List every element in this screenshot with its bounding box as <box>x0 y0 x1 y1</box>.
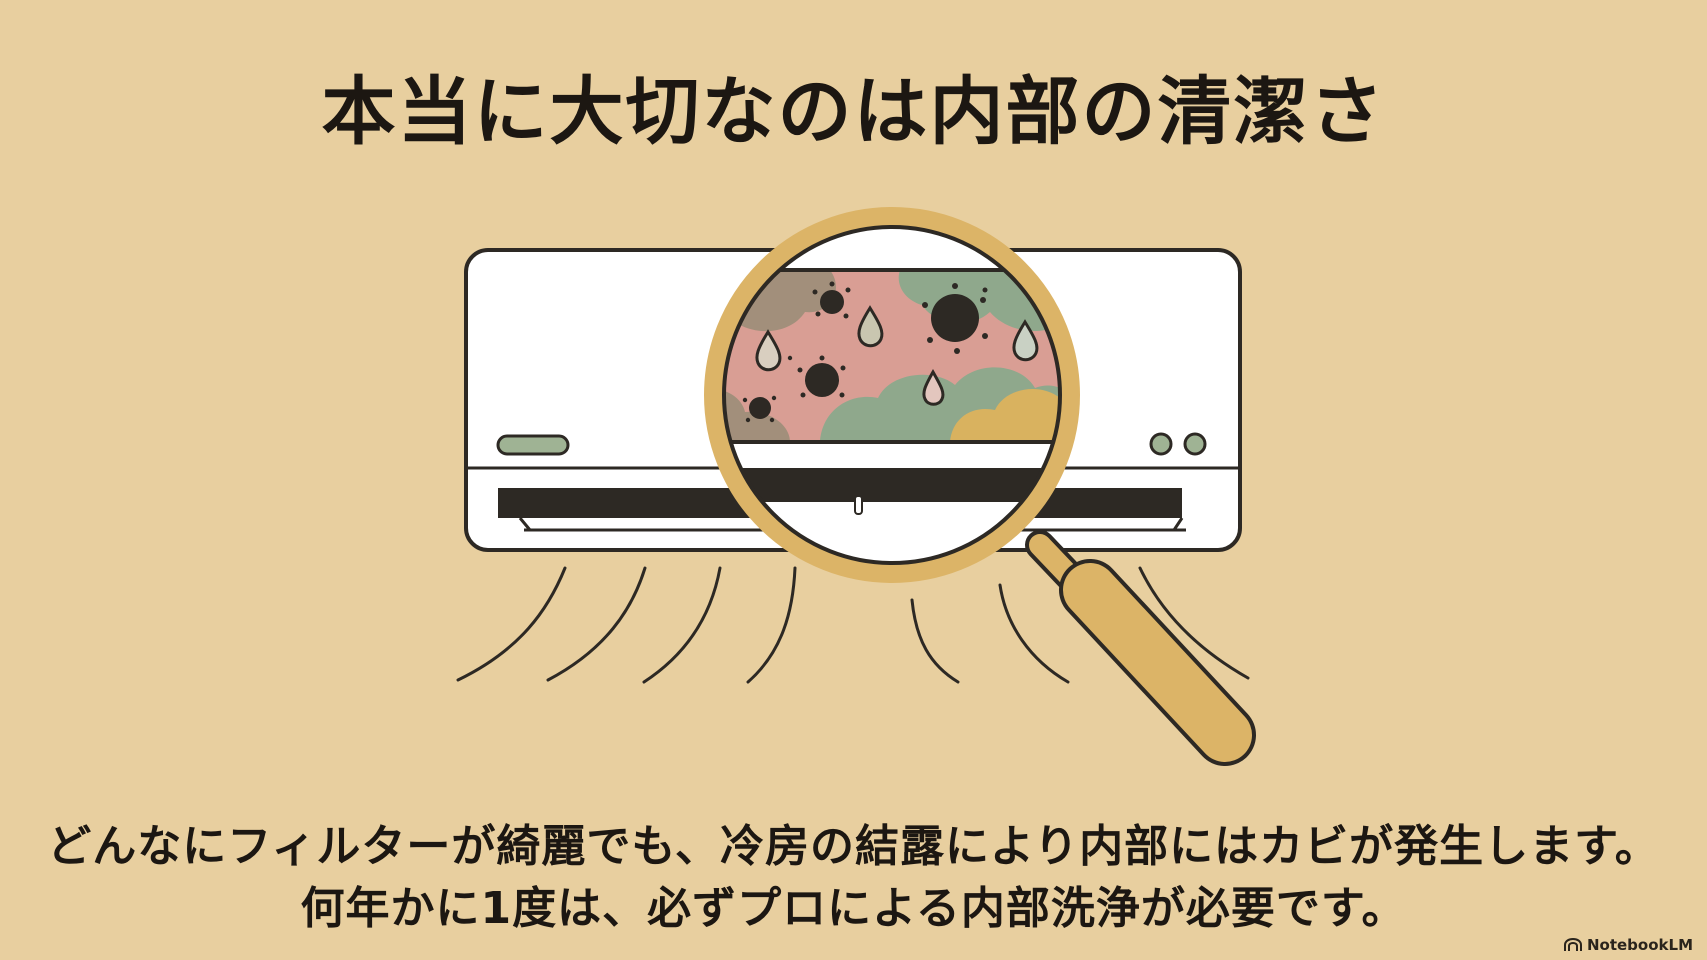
water-droplet-icons <box>755 305 1039 406</box>
sensor-dot-icon <box>1149 432 1173 456</box>
sensor-dot-icon <box>1183 432 1207 456</box>
magnifier-ring <box>704 207 1080 583</box>
notebooklm-logo-icon <box>1563 938 1582 951</box>
brand-label: NotebookLM <box>1586 936 1693 954</box>
mold-spore-icons <box>742 281 988 423</box>
status-indicator-light <box>496 434 570 456</box>
slide-title: 本当に大切なのは内部の清潔さ <box>321 69 1386 155</box>
magnifier-handle <box>1025 530 1256 766</box>
caption-line-2: 何年かに1度は、必ずプロによる内部洗浄が必要です。 <box>300 883 1407 934</box>
caption-line-1: どんなにフィルターが綺麗でも、冷房の結露により内部にはカビが発生します。 <box>47 821 1660 872</box>
brand-watermark: NotebookLM <box>1563 936 1693 954</box>
magnifier-lens <box>724 227 1060 563</box>
